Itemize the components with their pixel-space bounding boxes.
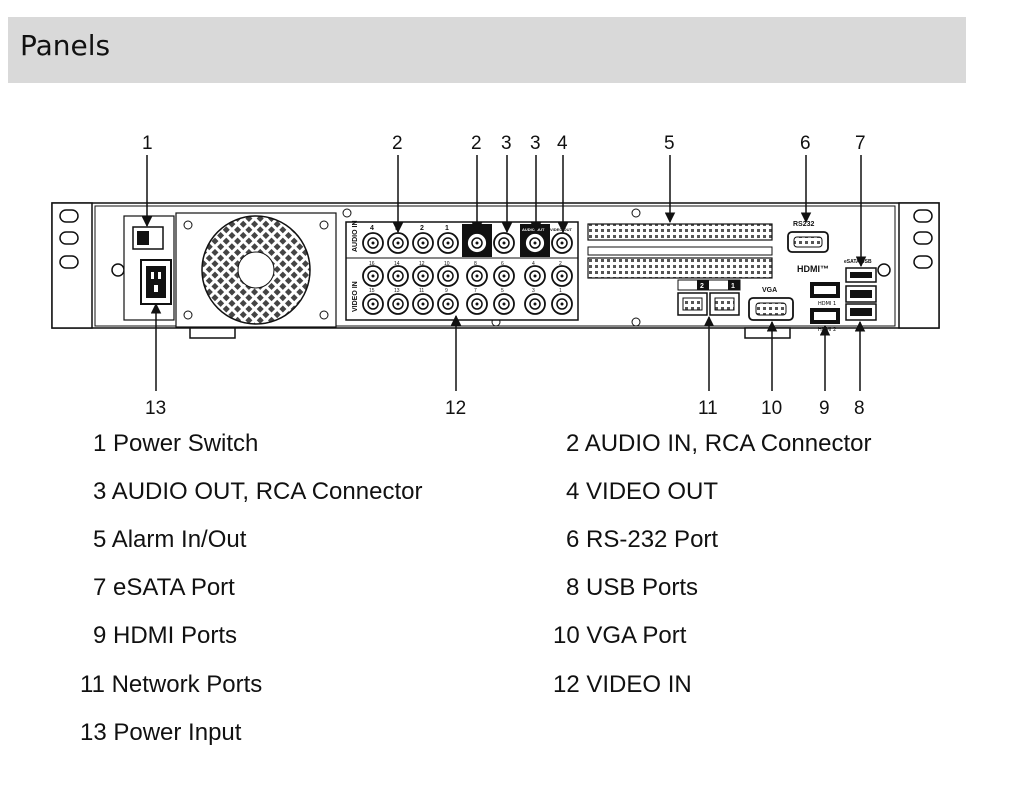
callout-number: 3 xyxy=(501,133,512,154)
power-module xyxy=(123,215,175,321)
video-in-number: 8 xyxy=(474,261,477,267)
legend-item: 2 AUDIO IN, RCA Connector xyxy=(566,430,872,457)
hdmi2-label: HDMI 2 xyxy=(818,327,836,333)
callout-number: 7 xyxy=(855,133,866,154)
esata-usb-label: eSATA/USB xyxy=(844,259,872,265)
callout-number: 4 xyxy=(557,133,568,154)
section-header: Panels xyxy=(8,17,966,83)
video-in-number: 4 xyxy=(532,261,535,267)
legend-item: 1 Power Switch xyxy=(93,430,259,457)
callout-number: 6 xyxy=(800,133,811,154)
fan-grille xyxy=(175,212,337,328)
video-in-number: 12 xyxy=(419,261,425,267)
video-in-side-label: VIDEO IN xyxy=(352,281,359,312)
video-in-number: 6 xyxy=(501,261,504,267)
av-connector-block: AUDIO IN VIDEO IN 4 3 2 1 AUDIO OUT VIDE… xyxy=(345,221,579,321)
video-in-bottom-numbers: 15 13 11 9 7 5 3 1 xyxy=(369,288,562,294)
callout-number: 8 xyxy=(854,398,865,419)
legend-item: 3 AUDIO OUT, RCA Connector xyxy=(93,478,423,505)
audio-in-ch-label: 2 xyxy=(420,225,424,232)
audio-out-label: AUDIO OUT xyxy=(522,227,545,232)
legend-item: 10 VGA Port xyxy=(553,622,687,649)
audio-in-ch-label: 4 xyxy=(370,225,374,232)
vga-port: VGA xyxy=(748,287,794,321)
video-in-number: 14 xyxy=(394,261,400,267)
alarm-terminal-block xyxy=(587,223,773,279)
video-in-number: 7 xyxy=(474,288,477,294)
legend-item: 5 Alarm In/Out xyxy=(93,526,247,553)
hdmi1-label: HDMI 1 xyxy=(818,301,836,307)
callout-number: 1 xyxy=(142,133,153,154)
legend-item: 12 VIDEO IN xyxy=(553,671,692,698)
video-in-number: 11 xyxy=(419,288,424,294)
callout-number: 12 xyxy=(445,398,466,419)
video-in-bottom-row xyxy=(362,293,573,315)
rs232-label: RS232 xyxy=(793,221,815,228)
video-in-number: 9 xyxy=(445,288,448,294)
video-in-number: 5 xyxy=(501,288,504,294)
callout-arrows xyxy=(141,155,867,391)
audio-in-ch-label: 1 xyxy=(445,225,449,232)
legend-item: 9 HDMI Ports xyxy=(93,622,238,649)
callout-number: 9 xyxy=(819,398,830,419)
callout-number: 2 xyxy=(471,133,482,154)
video-in-number: 1 xyxy=(559,288,562,294)
legend-item: 7 eSATA Port xyxy=(93,574,235,601)
callout-number: 10 xyxy=(761,398,782,419)
callout-numbers: 1 2 2 3 3 4 5 6 7 13 12 11 10 9 8 xyxy=(142,133,866,419)
callout-number: 3 xyxy=(530,133,541,154)
callout-number: 5 xyxy=(664,133,675,154)
rs232-port: RS232 xyxy=(787,221,829,253)
legend-item: 8 USB Ports xyxy=(566,574,699,601)
legend-item: 6 RS-232 Port xyxy=(566,526,719,553)
net-port-number: 2 xyxy=(700,283,704,290)
hdmi-logo-label: HDMI™ xyxy=(797,264,829,274)
callout-number: 2 xyxy=(392,133,403,154)
video-out-label: VIDEO OUT xyxy=(550,227,573,232)
callout-number: 13 xyxy=(145,398,166,419)
video-in-number: 16 xyxy=(369,261,375,267)
callout-number: 11 xyxy=(698,398,718,419)
video-in-number: 13 xyxy=(394,288,400,294)
legend-item: 4 VIDEO OUT xyxy=(566,478,719,505)
video-in-number: 10 xyxy=(444,261,450,267)
legend-item: 11 Network Ports xyxy=(80,671,263,698)
video-in-number: 3 xyxy=(532,288,535,294)
audio-in-rca-row: 4 3 2 1 xyxy=(362,225,459,254)
audio-in-side-label: AUDIO IN xyxy=(352,221,359,253)
legend-item: 13 Power Input xyxy=(80,719,242,746)
video-in-number: 15 xyxy=(369,288,375,294)
network-ports: 2 1 xyxy=(677,279,741,316)
video-in-top-row xyxy=(362,265,573,287)
video-in-number: 2 xyxy=(559,261,562,267)
net-port-number: 1 xyxy=(731,283,735,290)
esata-usb-ports: eSATA/USB xyxy=(844,259,877,321)
vga-label: VGA xyxy=(762,287,777,294)
video-in-top-numbers: 16 14 12 10 8 6 4 2 xyxy=(369,261,562,267)
section-title: Panels xyxy=(20,29,111,62)
